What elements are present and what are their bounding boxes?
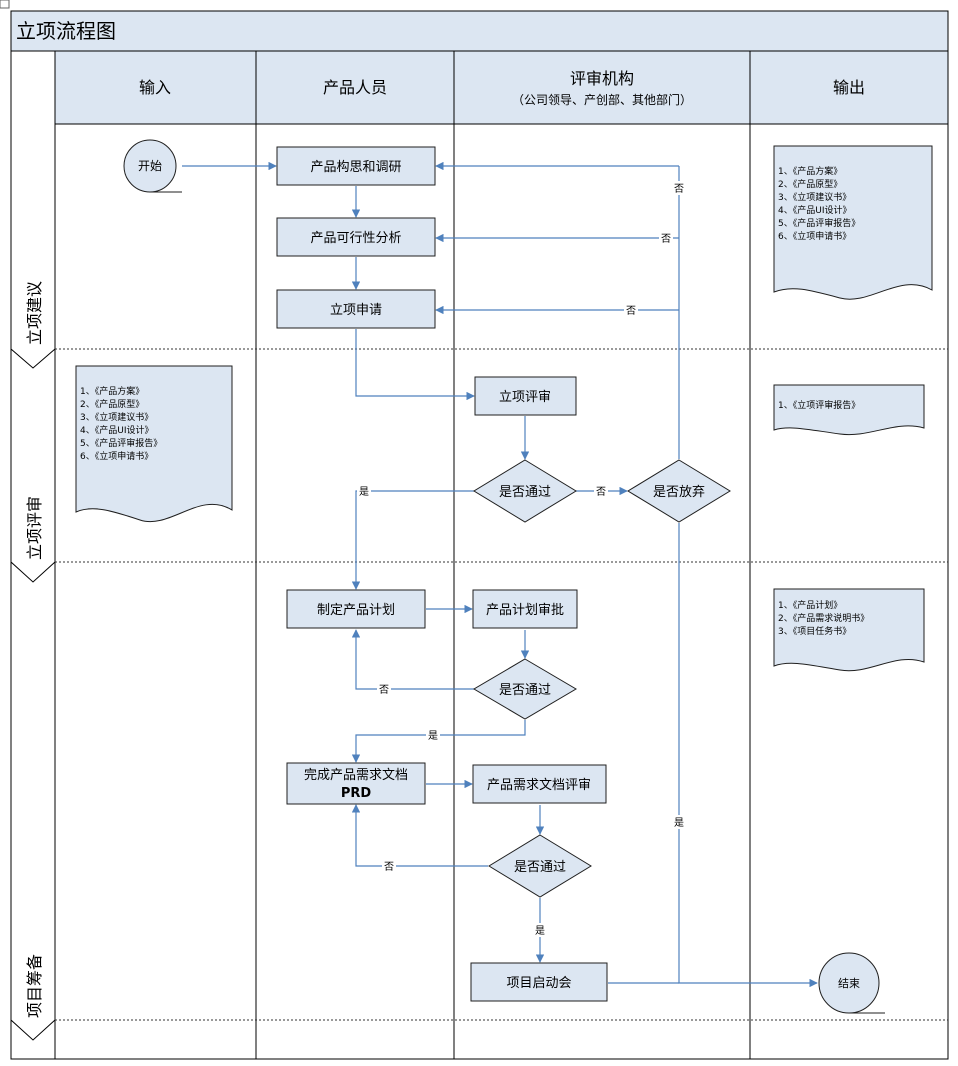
doc-line: 5、《产品评审报告》: [80, 437, 162, 449]
doc-line: 6、《立项申请书》: [778, 230, 851, 242]
doc-line: 3、《项目任务书》: [778, 625, 851, 637]
node-feasibility: 产品可行性分析: [276, 217, 436, 257]
column-header-review-sub: （公司领导、产创部、其他部门）: [512, 92, 692, 107]
label-no-pass3: 否: [384, 861, 394, 873]
svg-text:是否通过: 是否通过: [514, 860, 566, 875]
node-prd: 完成产品需求文档 PRD: [286, 762, 426, 805]
phase-chevron-3: [10, 582, 56, 1041]
node-plan: 制定产品计划: [286, 589, 426, 629]
edge-pass3-prd: [351, 804, 488, 867]
doc-line: 6、《立项申请书》: [80, 450, 153, 462]
svg-text:是否放弃: 是否放弃: [653, 485, 705, 500]
title-bar: [10, 10, 949, 52]
column-header-output: 输出: [833, 78, 865, 97]
label-yes-abandon: 是: [674, 817, 684, 829]
doc-line: 2、《产品需求说明书》: [778, 612, 869, 624]
svg-text:立项申请: 立项申请: [330, 303, 382, 318]
svg-text:是否通过: 是否通过: [499, 683, 551, 698]
node-prd-review: 产品需求文档评审: [472, 764, 607, 804]
node-start-label: 开始: [138, 159, 162, 173]
doc-line: 2、《产品原型》: [778, 178, 842, 190]
doc-line: 2、《产品原型》: [80, 398, 144, 410]
svg-text:PRD: PRD: [341, 786, 372, 801]
label-no-apply: 否: [626, 305, 636, 317]
node-pass1: 是否通过: [473, 459, 577, 523]
phase-label-proposal: 立项建议: [25, 281, 44, 345]
doc-output-review: 1、《立项评审报告》: [773, 384, 925, 436]
svg-text:产品可行性分析: 产品可行性分析: [310, 231, 401, 246]
phase-label-prep: 项目筹备: [25, 954, 44, 1018]
node-abandon: 是否放弃: [627, 459, 731, 523]
connectors: [182, 161, 818, 988]
svg-text:项目启动会: 项目启动会: [506, 976, 571, 991]
doc-line: 4、《产品UI设计》: [778, 204, 851, 216]
doc-line: 4、《产品UI设计》: [80, 424, 153, 436]
label-no-pass1: 否: [596, 486, 606, 498]
doc-line: 1、《产品方案》: [778, 165, 842, 177]
node-kickoff: 项目启动会: [470, 962, 608, 1002]
node-concept: 产品构思和调研: [276, 146, 436, 186]
label-no-feasibility: 否: [661, 233, 671, 245]
label-no-pass2: 否: [379, 684, 389, 696]
doc-line: 1、《立项评审报告》: [778, 399, 860, 411]
label-yes-pass3: 是: [535, 925, 545, 937]
label-yes-pass1: 是: [359, 486, 369, 498]
doc-input-review: 1、《产品方案》2、《产品原型》3、《立项建议书》4、《产品UI设计》5、《产品…: [75, 365, 233, 523]
node-end: 结束: [818, 952, 885, 1014]
doc-line: 3、《立项建议书》: [778, 191, 851, 203]
svg-text:产品计划审批: 产品计划审批: [486, 603, 564, 618]
node-pass3: 是否通过: [488, 834, 592, 898]
node-apply: 立项申请: [276, 289, 436, 329]
phase-chevron-2: [10, 368, 56, 583]
svg-text:制定产品计划: 制定产品计划: [317, 603, 395, 618]
doc-line: 3、《立项建议书》: [80, 411, 153, 423]
node-review: 立项评审: [474, 376, 577, 416]
label-yes-pass2: 是: [428, 730, 438, 742]
edge-pass2-plan: [351, 629, 474, 690]
column-header-product: 产品人员: [323, 78, 387, 97]
svg-text:产品需求文档评审: 产品需求文档评审: [487, 778, 591, 793]
svg-text:完成产品需求文档: 完成产品需求文档: [304, 768, 408, 783]
node-pass2: 是否通过: [473, 658, 577, 720]
label-no-concept: 否: [674, 183, 684, 195]
doc-output-prep: 1、《产品计划》2、《产品需求说明书》3、《项目任务书》: [773, 588, 925, 672]
edge-labels: 否 否 否 否 是 否 是 否 是 是: [357, 181, 686, 937]
node-plan-approve: 产品计划审批: [472, 589, 578, 629]
node-start: 开始: [123, 139, 182, 193]
column-header-input: 输入: [139, 78, 171, 97]
corner-icon: [0, 0, 10, 9]
svg-text:产品构思和调研: 产品构思和调研: [310, 160, 401, 175]
edge-apply-review: [355, 329, 475, 401]
column-header-band: [54, 50, 949, 125]
svg-text:立项评审: 立项评审: [499, 390, 551, 405]
doc-line: 1、《产品计划》: [778, 599, 842, 611]
doc-output-proposal: 1、《产品方案》2、《产品原型》3、《立项建议书》4、《产品UI设计》5、《产品…: [773, 145, 933, 300]
svg-text:是否通过: 是否通过: [499, 485, 551, 500]
phase-chevron-1: [10, 124, 56, 369]
phase-label-review: 立项评审: [25, 496, 44, 560]
diagram-title: 立项流程图: [16, 19, 116, 43]
edge-pass1-plan: [351, 490, 474, 590]
doc-line: 1、《产品方案》: [80, 385, 144, 397]
edge-pass2-prd: [351, 720, 526, 763]
doc-line: 5、《产品评审报告》: [778, 217, 860, 229]
svg-text:结束: 结束: [838, 977, 860, 990]
column-header-review: 评审机构: [570, 69, 634, 88]
